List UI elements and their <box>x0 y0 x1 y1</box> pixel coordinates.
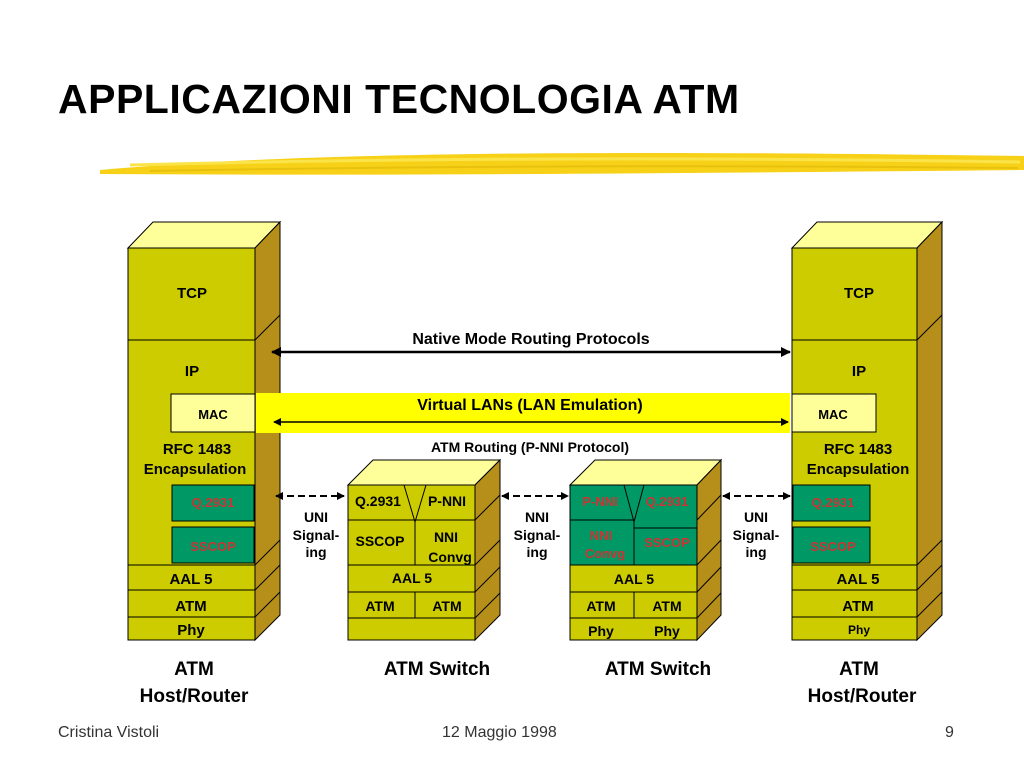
sscop-label: SSCOP <box>810 539 856 554</box>
encapsulation-label: Encapsulation <box>144 461 247 478</box>
q2931-box <box>171 484 255 522</box>
lan-emulation-connection: Virtual LANs (LAN Emulation) <box>256 393 790 433</box>
native-mode-routing-connection: Native Mode Routing Protocols <box>271 331 791 357</box>
aal5-label: AAL 5 <box>614 571 654 587</box>
stack-side-face <box>696 458 722 642</box>
mac-box <box>170 393 256 433</box>
q2931-label: Q.2931 <box>646 494 689 509</box>
atm-switch-stack-left: Q.2931 P-NNI SSCOP NNI Convg AAL 5 ATM A… <box>346 458 502 642</box>
aal5-label: AAL 5 <box>392 570 432 586</box>
host-router-caption-right: ATM <box>839 659 879 680</box>
host-router-caption-right-2: Host/Router <box>808 686 917 707</box>
tcp-layer <box>791 247 918 341</box>
atm-layer <box>791 589 918 618</box>
ing-label: ing <box>527 544 548 560</box>
nni-label: NNI <box>525 509 549 525</box>
mac-label: MAC <box>818 407 848 422</box>
uni-signaling-left: UNI Signal- ing <box>275 492 345 560</box>
phy-layer <box>127 616 256 641</box>
stack-top-face <box>126 221 282 249</box>
uni-label: UNI <box>744 509 768 525</box>
footer-page-number: 9 <box>945 724 954 741</box>
atm-switch-stack-right: P-NNI Q.2931 NNI Convg SSCOP AAL 5 ATM A… <box>568 458 723 642</box>
pnni-label: P-NNI <box>428 493 466 509</box>
slide-title: APPLICAZIONI TECNOLOGIA ATM <box>58 76 740 122</box>
sscop-box <box>171 526 255 564</box>
host-router-caption-left: ATM <box>174 659 214 680</box>
atm-layer <box>127 589 256 618</box>
atm-label-right: ATM <box>432 598 461 614</box>
stack-top-face <box>790 221 944 249</box>
host-router-stack-right: TCP IP MAC RFC 1483 Encapsulation Q.2931… <box>790 220 944 642</box>
atm-label: ATM <box>175 598 206 615</box>
atm-label-left: ATM <box>586 598 615 614</box>
signal-label: Signal- <box>514 527 561 543</box>
ip-label: IP <box>185 363 199 380</box>
stack-side-face <box>474 458 501 642</box>
nni-label: NNI <box>434 529 458 545</box>
atm-switch-caption-right: ATM Switch <box>605 659 711 680</box>
convg-label: Convg <box>428 549 472 565</box>
lan-emulation-band <box>256 393 790 433</box>
atm-label-right: ATM <box>652 598 681 614</box>
uni-label: UNI <box>304 509 328 525</box>
sscop-label: SSCOP <box>190 539 236 554</box>
aal5-layer <box>127 564 256 591</box>
signal-label: Signal- <box>733 527 780 543</box>
host-router-stack-left: TCP IP MAC RFC 1483 Encapsulation Q.2931… <box>126 220 282 642</box>
footer-date: 12 Maggio 1998 <box>442 724 557 741</box>
mac-label: MAC <box>198 407 228 422</box>
phy-label-right: Phy <box>654 623 680 639</box>
native-routing-label: Native Mode Routing Protocols <box>412 331 649 348</box>
tcp-label: TCP <box>177 285 207 302</box>
lan-emulation-label: Virtual LANs (LAN Emulation) <box>417 397 643 414</box>
atm-label: ATM <box>842 598 873 615</box>
nni-label: NNI <box>590 528 612 543</box>
uni-signaling-right: UNI Signal- ing <box>722 492 791 560</box>
encapsulation-label: Encapsulation <box>807 461 910 478</box>
phy-layer <box>791 616 918 641</box>
q2931-label: Q.2931 <box>812 495 855 510</box>
phy-label-left: Phy <box>588 623 614 639</box>
sscop-label: SSCOP <box>644 535 690 550</box>
stack-top-face <box>568 459 723 486</box>
convg-label: Convg <box>585 546 626 561</box>
rfc-label: RFC 1483 <box>163 441 231 458</box>
aal5-layer <box>791 564 918 591</box>
title-underline-stroke <box>100 152 1024 175</box>
aal5-label: AAL 5 <box>169 571 212 588</box>
phy-label: Phy <box>848 623 870 637</box>
pnni-label: P-NNI <box>582 494 617 509</box>
atm-routing-label: ATM Routing (P-NNI Protocol) <box>431 439 629 455</box>
signal-label: Signal- <box>293 527 340 543</box>
atm-switch-caption-left: ATM Switch <box>384 659 490 680</box>
footer-author: Cristina Vistoli <box>58 724 160 741</box>
aal5-label: AAL 5 <box>836 571 879 588</box>
q2931-box <box>792 484 871 522</box>
tcp-layer <box>127 247 256 341</box>
mac-box <box>791 393 877 433</box>
ing-label: ing <box>306 544 327 560</box>
rfc-label: RFC 1483 <box>824 441 892 458</box>
ing-label: ing <box>746 544 767 560</box>
sscop-label: SSCOP <box>355 533 404 549</box>
sscop-box <box>792 526 871 564</box>
host-router-caption-left-2: Host/Router <box>140 686 249 707</box>
ip-label: IP <box>852 363 866 380</box>
q2931-label: Q.2931 <box>192 495 235 510</box>
phy-label: Phy <box>177 622 205 639</box>
atm-label-left: ATM <box>365 598 394 614</box>
tcp-label: TCP <box>844 285 874 302</box>
q2931-label: Q.2931 <box>355 493 401 509</box>
nni-signaling-middle: NNI Signal- ing <box>501 492 569 560</box>
stack-top-face <box>346 459 502 486</box>
